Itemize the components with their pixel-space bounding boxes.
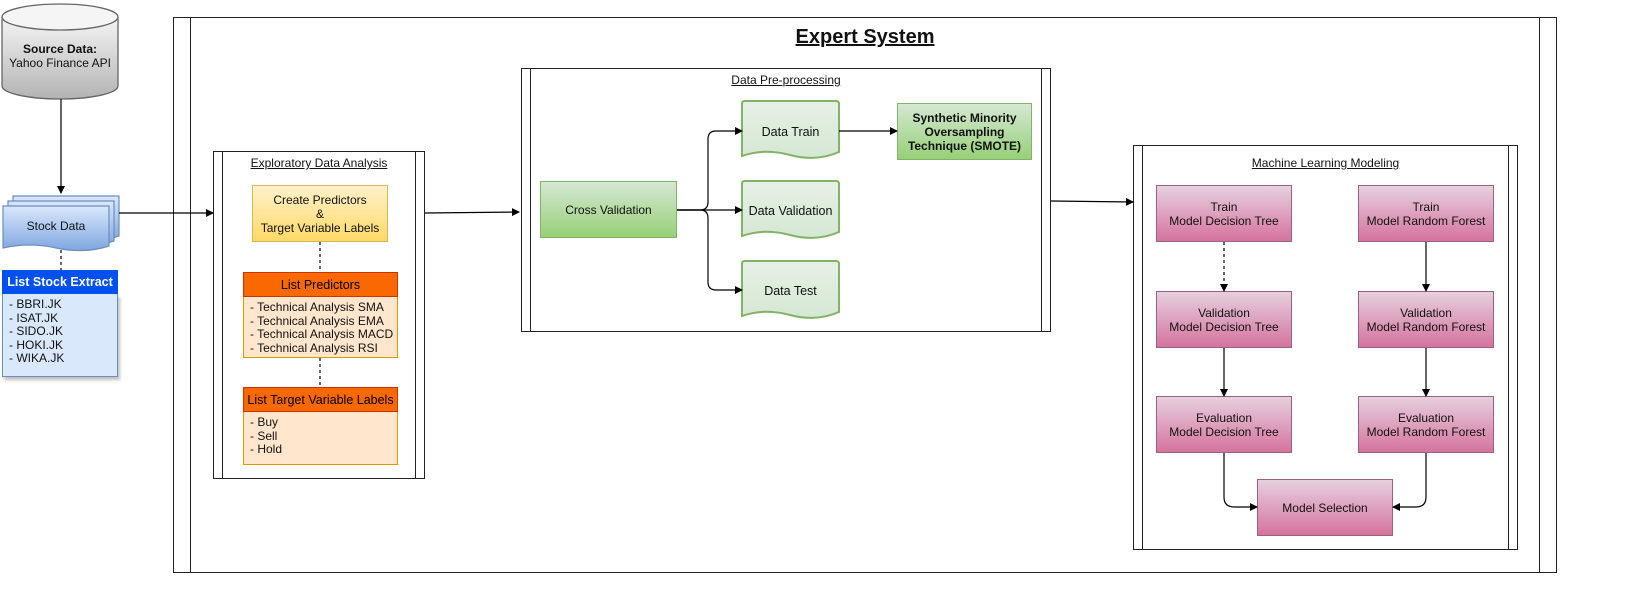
predictor-item: - Technical Analysis RSI <box>250 340 378 355</box>
stock-item: - HOKI.JK <box>9 337 64 352</box>
train-decision-tree-box: Train Model Decision Tree <box>1156 185 1292 242</box>
arrow-cv-to-train <box>677 127 743 211</box>
data-validation-shape <box>741 180 840 239</box>
stock-item: - ISAT.JK <box>9 310 59 325</box>
arrow-eval-dt-to-selection <box>1223 453 1258 511</box>
validation-random-forest-box: Validation Model Random Forest <box>1358 291 1494 348</box>
stock-list-header: List Stock Extract <box>2 270 118 294</box>
stock-item: - BBRI.JK <box>9 297 62 311</box>
create-predictors-box: Create Predictors & Target Variable Labe… <box>252 185 388 242</box>
target-item: - Hold <box>250 442 283 456</box>
ml-title: Machine Learning Modeling <box>1251 156 1400 170</box>
arrow-cv-to-test <box>677 209 743 294</box>
data-test-label: Data Test <box>764 284 817 298</box>
data-train-label: Data Train <box>761 125 820 139</box>
cross-validation-box: Cross Validation <box>540 181 677 238</box>
arrow-eda-to-preprocessing <box>424 208 520 217</box>
evaluation-random-forest-box: Evaluation Model Random Forest <box>1358 396 1494 453</box>
target-item: - Buy <box>250 415 279 429</box>
arrow-preprocessing-to-ml <box>1050 197 1134 206</box>
predictors-header: List Predictors <box>243 272 398 297</box>
predictor-item: - Technical Analysis EMA <box>250 313 384 328</box>
train-random-forest-box: Train Model Random Forest <box>1358 185 1494 242</box>
stock-data-documents-icon <box>2 195 120 252</box>
targets-header: List Target Variable Labels <box>243 387 398 412</box>
expert-system-title: Expert System <box>795 26 935 48</box>
stock-data-label: Stock Data <box>26 219 86 233</box>
eda-title: Exploratory Data Analysis <box>250 156 388 170</box>
stock-item: - SIDO.JK <box>9 324 64 338</box>
target-item: - Sell <box>250 428 278 443</box>
data-test-shape <box>741 260 840 319</box>
stock-list-body: - BBRI.JK - ISAT.JK - SIDO.JK - HOKI.JK … <box>2 294 118 377</box>
arrow-eval-rf-to-selection <box>1392 453 1427 511</box>
data-validation-label: Data Validation <box>748 204 833 218</box>
source-subtitle: Yahoo Finance API <box>9 56 111 70</box>
stock-item: - WIKA.JK <box>9 351 65 365</box>
source-title: Source Data: <box>22 42 98 56</box>
validation-decision-tree-box: Validation Model Decision Tree <box>1156 291 1292 348</box>
predictor-item: - Technical Analysis MACD <box>250 327 394 341</box>
preprocessing-title: Data Pre-processing <box>731 73 841 87</box>
targets-list: - Buy - Sell - Hold <box>243 412 398 465</box>
smote-box: Synthetic Minority Oversampling Techniqu… <box>897 103 1032 160</box>
data-train-shape <box>741 100 840 159</box>
source-database-icon <box>1 3 119 100</box>
predictor-item: - Technical Analysis SMA <box>250 300 384 314</box>
predictors-list: - Technical Analysis SMA - Technical Ana… <box>243 297 398 358</box>
evaluation-decision-tree-box: Evaluation Model Decision Tree <box>1156 396 1292 453</box>
